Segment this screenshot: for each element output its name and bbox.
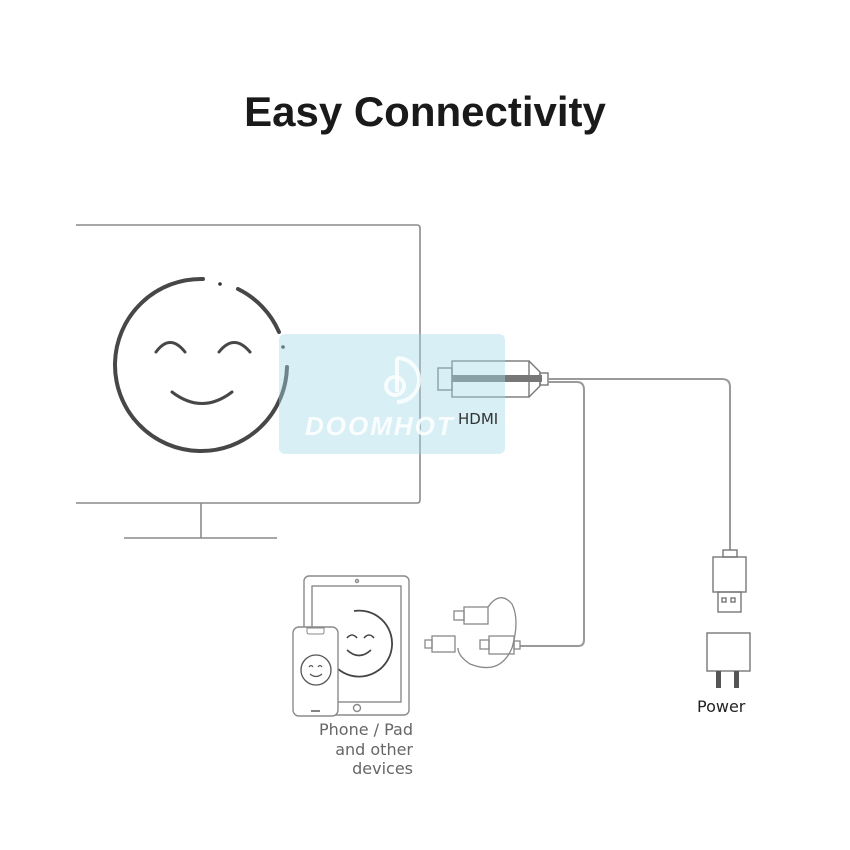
- devices-label-line2: and other devices: [335, 740, 413, 778]
- watermark: DOOMHOT: [279, 334, 505, 454]
- smiley-face-icon: [113, 276, 289, 453]
- page-title: Easy Connectivity: [244, 88, 606, 135]
- multi-connector-cable-icon: [424, 597, 521, 669]
- hdmi-dongle-icon: [437, 360, 549, 398]
- devices-label-line1: Phone / Pad: [318, 720, 413, 739]
- smiley-dot: [218, 282, 222, 286]
- smiley-dot: [281, 345, 285, 349]
- power-adapter-icon: [706, 632, 751, 688]
- monitor-icon: [76, 224, 421, 539]
- usb-plug-icon: [712, 549, 747, 613]
- watermark-logo-icon: [384, 356, 421, 404]
- power-label: Power: [697, 697, 746, 716]
- hdmi-label: HDMI: [458, 410, 499, 428]
- phone-icon: [292, 626, 339, 717]
- cable: [520, 378, 731, 647]
- watermark-text: DOOMHOT: [305, 411, 455, 441]
